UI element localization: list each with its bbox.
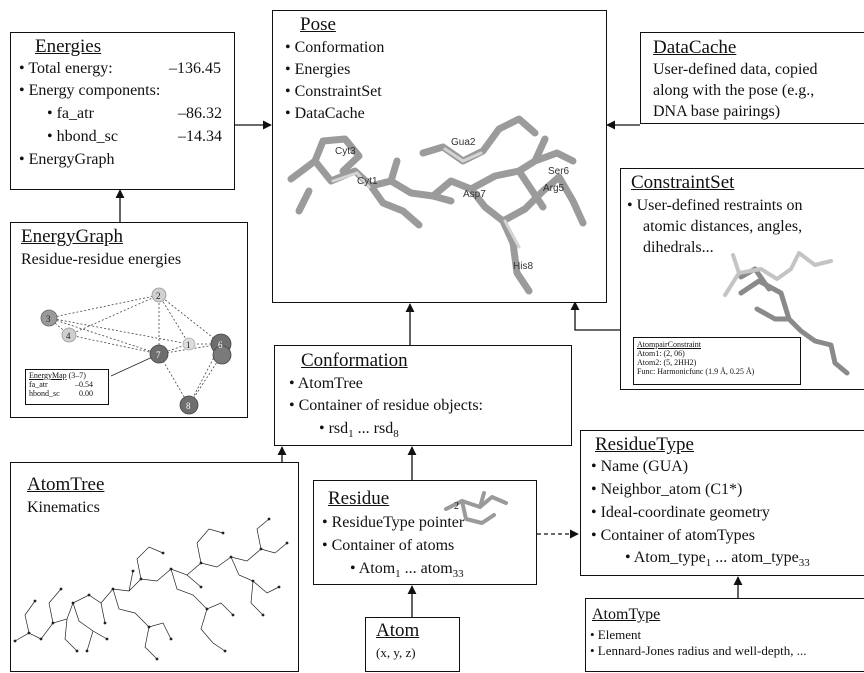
residuetype-item-geometry: • Ideal-coordinate geometry: [591, 504, 770, 521]
atomtype-item-lennard-jones: • Lennard-Jones radius and well-depth, .…: [590, 643, 807, 658]
residuetype-item-name: • Name (GUA): [591, 458, 689, 475]
conformation-item-container: • Container of residue objects:: [289, 397, 483, 414]
energygraph-bullet: • EnergyGraph: [19, 151, 115, 168]
residuetype-item-container: • Container of atomTypes: [591, 527, 755, 544]
residue-molecule-label: 2: [454, 501, 459, 512]
energymap-row-hbond-value: 0.00: [79, 389, 93, 398]
constraint-molecule-illustration: [723, 251, 850, 376]
residuetype-title: ResidueType: [595, 434, 694, 455]
energymap-range: (3–7): [68, 371, 86, 380]
graph-node-4: [61, 327, 77, 343]
arrow-constraintset-pose: [570, 301, 620, 331]
datacache-line-1: User-defined data, copied: [653, 61, 818, 78]
graph-node-label-7: 7: [156, 350, 161, 360]
conformation-item-atomtree: • AtomTree: [289, 375, 363, 392]
atom-title: Atom: [376, 620, 420, 641]
energies-box: Energies • Total energy: –136.45 • Energ…: [10, 32, 235, 190]
energymap-row-fa-atr-value: –0.54: [75, 380, 93, 389]
hbond-sc-value: –14.34: [178, 128, 222, 145]
residue-item-container: • Container of atoms: [322, 537, 455, 554]
energymap-title: EnergyMap: [29, 371, 67, 380]
datacache-box: DataCache User-defined data, copied alon…: [640, 32, 864, 124]
atompair-constraint-inset: AtompairConstraint Atom1: (2, 06) Atom2:…: [633, 337, 801, 385]
hbond-sc-label: • hbond_sc: [47, 128, 118, 145]
graph-node-1: [182, 337, 196, 351]
atomtype-title: AtomType: [592, 606, 661, 623]
atom-box: Atom (x, y, z): [365, 617, 460, 672]
total-energy-value: –136.45: [169, 60, 221, 77]
pose-title: Pose: [300, 14, 336, 35]
residue-label-asp7: Asp7: [463, 189, 486, 200]
fa-atr-value: –86.32: [178, 105, 222, 122]
conformation-box: Conformation • AtomTree • Container of r…: [274, 345, 572, 446]
residuetype-box: ResidueType • Name (GUA) • Neighbor_atom…: [580, 430, 864, 576]
graph-node-label-8: 8: [186, 401, 191, 411]
residuetype-item-neighbor-atom: • Neighbor_atom (C1*): [591, 481, 743, 498]
graph-node-8: [179, 395, 199, 415]
energygraph-title: EnergyGraph: [21, 226, 124, 247]
graph-node-label-3: 3: [46, 314, 51, 324]
residue-atom-range: • Atom1 ... atom33: [350, 560, 464, 581]
atomtree-subtitle: Kinematics: [27, 499, 100, 516]
residuetype-atomtype-range: • Atom_type1 ... atom_type33: [625, 549, 810, 570]
residue-label-ser6: Ser6: [548, 166, 570, 177]
energymap-row-hbond-label: hbond_sc: [29, 389, 60, 398]
inset-line-2: Atom2: (5, 2HH2): [637, 358, 697, 367]
atom-coords: (x, y, z): [376, 645, 416, 660]
energy-components-label: • Energy components:: [19, 82, 161, 99]
constraintset-title: ConstraintSet: [631, 172, 735, 193]
atomtype-box: AtomType • Element • Lennard-Jones radiu…: [585, 598, 864, 672]
energygraph-subtitle: Residue-residue energies: [21, 251, 182, 268]
constraintset-line-2: atomic distances, angles,: [643, 218, 803, 235]
residue-label-arg5: Arg5: [543, 183, 565, 194]
pose-item-conformation: • Conformation: [285, 39, 385, 56]
total-energy-label: • Total energy:: [19, 60, 113, 77]
energymap-inset: EnergyMap (3–7) fa_atr –0.54 hbond_sc 0.…: [25, 369, 109, 405]
graph-node-label-1: 1: [186, 340, 191, 350]
graph-node-label-2: 2: [156, 291, 161, 301]
graph-node-label-6: 6: [218, 340, 223, 350]
residue-item-residuetype-pointer: • ResidueType pointer: [322, 514, 465, 531]
constraintset-line-1: • User-defined restraints on: [627, 197, 803, 214]
inset-line-3: Func: Harmonicfunc (1.9 Å, 0.25 Å): [637, 367, 755, 376]
conformation-title: Conformation: [301, 350, 408, 371]
residue-box: 2 Residue • ResidueType pointer • Contai…: [313, 480, 537, 585]
pose-item-datacache: • DataCache: [285, 105, 365, 122]
energygraph-box: EnergyGraph Residue-residue energies: [10, 222, 248, 418]
atomtree-kinematics-illustration: [13, 517, 289, 661]
atomtype-item-element: • Element: [590, 627, 642, 642]
inset-title: AtompairConstraint: [637, 340, 701, 349]
energies-title: Energies: [35, 36, 102, 57]
pose-molecule-illustration: Gua2 Cyt3 Cyt1 Asp7 Ser6 Arg5 His8: [287, 115, 587, 295]
residue-title: Residue: [328, 488, 390, 509]
residue-molecule-illustration: 2: [444, 491, 508, 525]
pose-box: Pose • Conformation • Energies • Constra…: [272, 10, 607, 303]
residue-label-his8: His8: [513, 261, 533, 272]
atomtree-title: AtomTree: [27, 474, 105, 495]
residue-label-cyt3: Cyt3: [335, 146, 356, 157]
constraintset-box: ConstraintSet • User-defined restraints …: [620, 168, 864, 390]
graph-node-3: [40, 309, 58, 327]
graph-node-label-4: 4: [66, 331, 71, 341]
graph-node-2: [151, 287, 167, 303]
graph-node-7: [149, 344, 169, 364]
datacache-line-2: along with the pose (e.g.,: [653, 82, 815, 99]
pose-item-constraintset: • ConstraintSet: [285, 83, 382, 100]
conformation-rsd-range: • rsd1 ... rsd8: [319, 420, 399, 441]
residue-label-gua2: Gua2: [451, 137, 476, 148]
atomtree-box: AtomTree Kinematics: [10, 462, 299, 672]
fa-atr-label: • fa_atr: [47, 105, 94, 122]
energy-graph-network: 2 3 4 1 6 7 8: [40, 287, 232, 415]
constraintset-line-3: dihedrals...: [643, 239, 714, 256]
residue-label-cyt1: Cyt1: [357, 176, 378, 187]
inset-line-1: Atom1: (2, 06): [637, 349, 685, 358]
datacache-title: DataCache: [653, 37, 737, 58]
pose-item-energies: • Energies: [285, 61, 351, 78]
energymap-row-fa-atr-label: fa_atr: [29, 380, 48, 389]
datacache-line-3: DNA base pairings): [653, 103, 781, 120]
